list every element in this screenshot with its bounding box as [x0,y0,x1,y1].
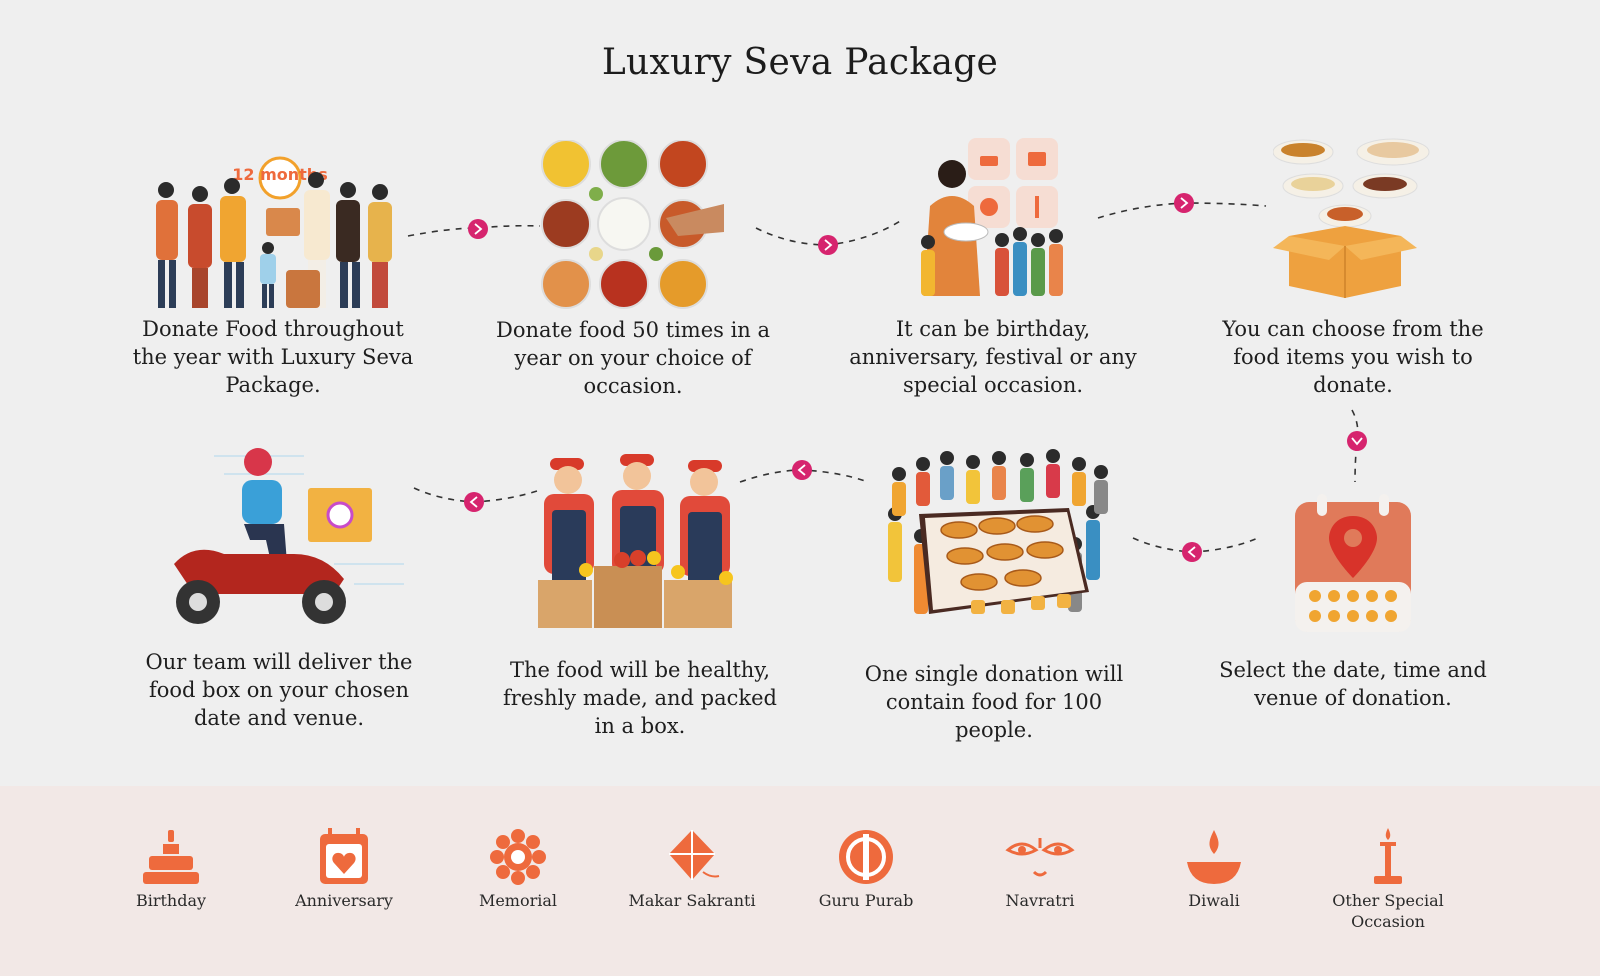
arrow-left-icon [792,460,812,480]
occasion-anniversary[interactable]: Anniversary [259,828,429,911]
occasions-band [0,786,1600,976]
occasion-makar-sakranti[interactable]: Makar Sakranti [607,828,777,911]
crowd-eating-illustration [888,449,1108,614]
family-food-donation-illustration: 12 months [156,156,392,308]
flow-connectors [407,193,1367,562]
delivery-scooter-illustration [174,448,404,624]
arrow-right-icon [1174,193,1194,213]
arrow-right-icon [468,219,488,239]
occasion-other-special[interactable]: Other Special Occasion [1303,828,1473,932]
occasion-label: Memorial [478,891,558,910]
page-title: Luxury Seva Package [601,42,999,83]
food-bowls-grid-illustration [541,140,724,309]
occasion-label: Guru Purab [818,891,914,910]
arrow-right-icon [818,235,838,255]
arrow-down-icon [1347,431,1367,451]
food-dishes-box-illustration [1273,138,1430,298]
occasion-label: Makar Sakranti [628,891,756,910]
occasion-navratri[interactable]: Navratri [955,828,1125,911]
calendar-location-illustration [1295,494,1411,632]
step-caption: Select the date, time and venue of donat… [1219,658,1487,710]
occasion-guru-purab[interactable]: Guru Purab [781,828,951,911]
step-caption: Donate Food throughout the year with Lux… [132,317,414,397]
occasion-label: Birthday [135,891,207,910]
volunteers-packing-illustration [538,454,733,628]
step-caption: The food will be healthy, freshly made, … [503,658,777,738]
step-caption: You can choose from the food items you w… [1222,317,1484,397]
occasion-label: Other Special Occasion [1332,891,1444,931]
occasion-label: Diwali [1188,891,1240,910]
step-caption: Donate food 50 times in a year on your c… [495,318,771,398]
woman-serving-children-illustration [921,138,1063,296]
occasion-diwali[interactable]: Diwali [1129,828,1299,911]
occasion-birthday[interactable]: Birthday [86,828,256,911]
badge-text: 12 months [232,165,327,184]
arrow-left-icon [464,492,484,512]
arrow-left-icon [1182,542,1202,562]
goddess-eyes-icon [1005,838,1075,877]
occasion-label: Navratri [1005,891,1075,910]
calendar-heart-icon [320,828,368,884]
flower-icon [490,829,546,885]
cake-icon [143,830,199,884]
khanda-icon [839,830,893,884]
diya-icon [1187,830,1241,884]
occasion-label: Anniversary [295,891,393,910]
kite-icon [669,830,720,880]
step-caption: It can be birthday, anniversary, festiva… [849,317,1137,397]
step-caption: One single donation will contain food fo… [864,662,1124,742]
lamp-stand-icon [1374,828,1402,884]
step-caption: Our team will deliver the food box on yo… [145,650,413,730]
occasion-memorial[interactable]: Memorial [433,828,603,911]
